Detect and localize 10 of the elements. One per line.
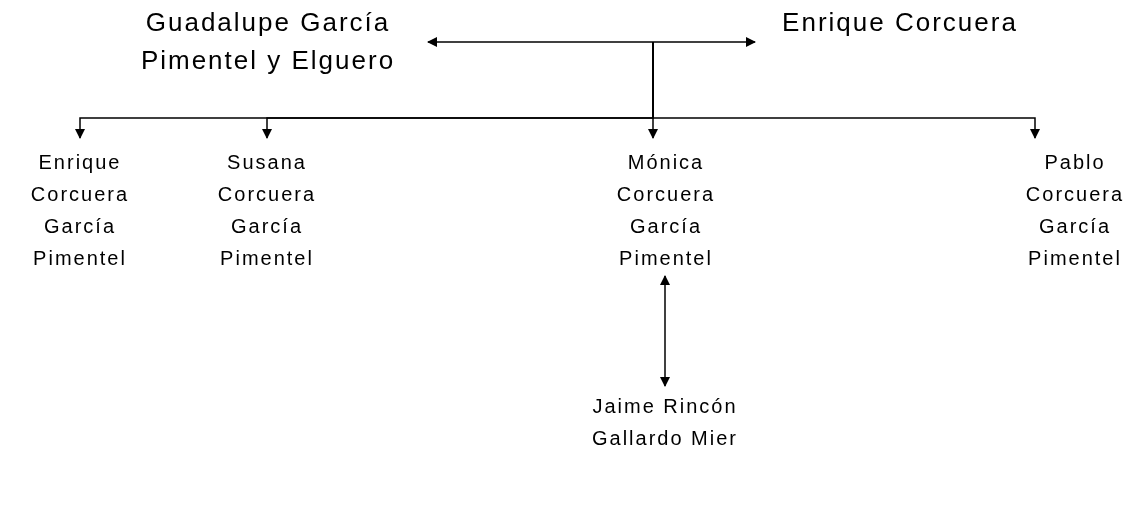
arrow (660, 275, 670, 387)
person-name: Enrique Corcuera (750, 3, 1050, 41)
arrow (427, 37, 756, 47)
person-name: Susana Corcuera García Pimentel (192, 146, 342, 274)
arrow (652, 41, 1040, 139)
person-name: Pablo Corcuera García Pimentel (1007, 146, 1143, 274)
person-name: Guadalupe García Pimentel y Elguero (118, 3, 418, 79)
person-name: Jaime Rincón Gallardo Mier (590, 390, 740, 454)
person-name: Enrique Corcuera García Pimentel (5, 146, 155, 274)
person-name: Mónica Corcuera García Pimentel (591, 146, 741, 274)
